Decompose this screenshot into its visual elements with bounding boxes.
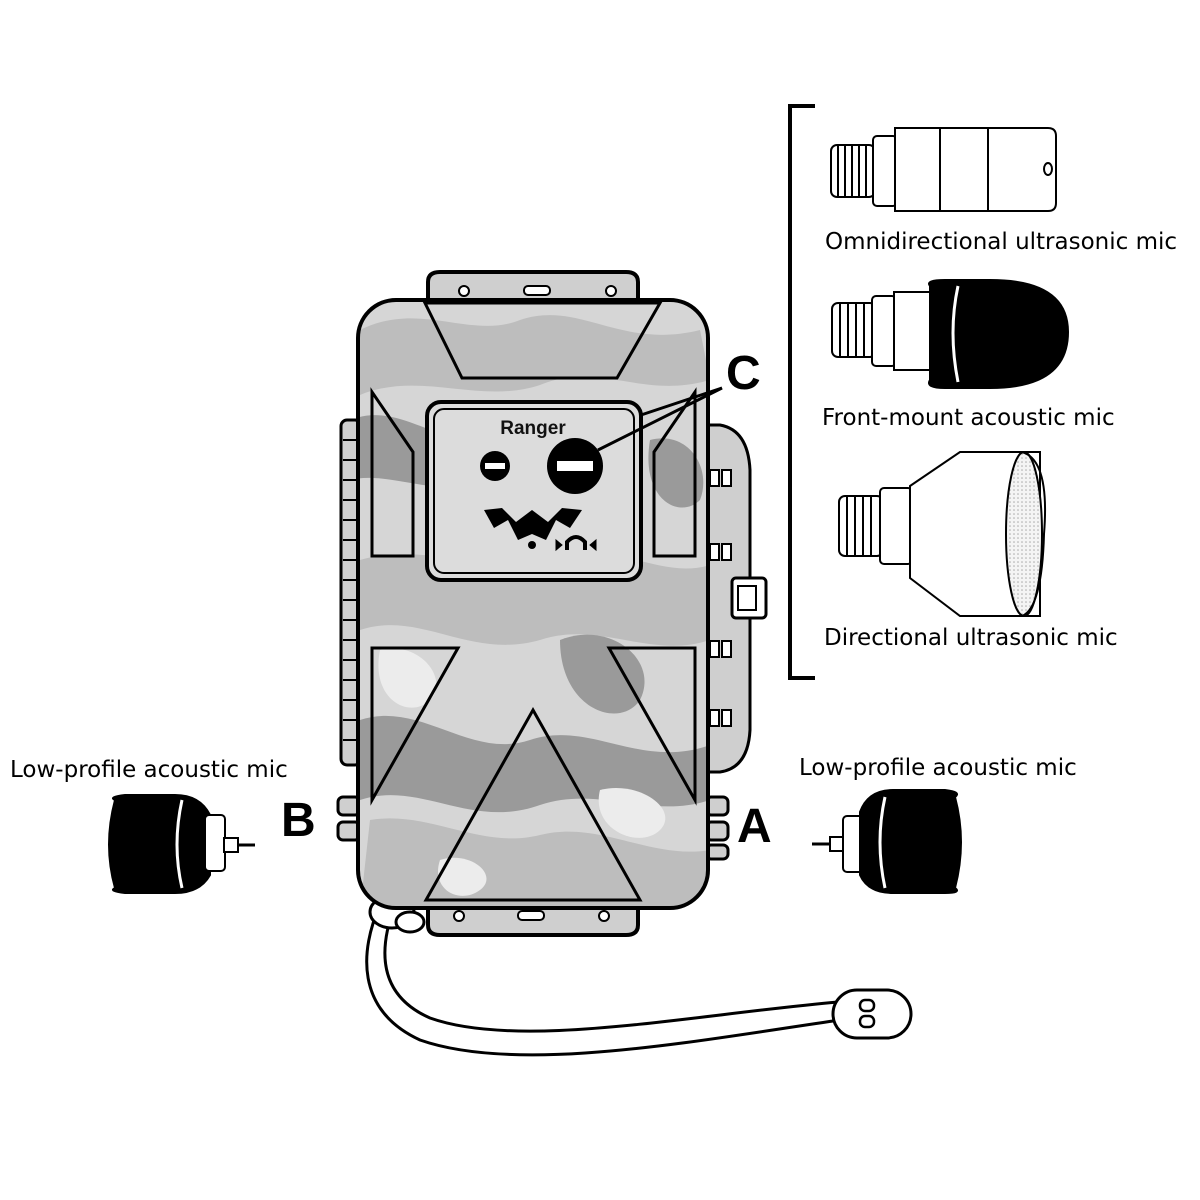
port-b-label: B [281, 794, 316, 847]
mic-options-bracket [788, 104, 815, 680]
low-profile-mic-right-icon [812, 789, 962, 894]
port-a-label: A [737, 800, 772, 853]
low-profile-mic-left-icon [108, 794, 255, 894]
omni-mic-icon [830, 127, 1057, 212]
control-panel: Ranger [425, 400, 643, 582]
large-button[interactable] [547, 438, 603, 494]
small-button[interactable] [480, 451, 510, 481]
directional-mic-label: Directional ultrasonic mic [824, 625, 1118, 651]
front-mount-mic-icon [831, 279, 1070, 389]
right-grip [703, 423, 768, 774]
magnet-icon [555, 535, 597, 552]
directional-mic-icon [838, 451, 1047, 617]
port-c-callout: C [597, 347, 761, 452]
top-tab [426, 270, 640, 302]
recorder-body [356, 298, 710, 910]
front-mount-mic-label: Front-mount acoustic mic [822, 405, 1115, 431]
side-latch [730, 576, 768, 620]
port-c-label: C [726, 347, 761, 400]
camo-pattern [358, 315, 708, 908]
device-name: Ranger [500, 418, 566, 439]
port-a-stub [704, 795, 730, 861]
low-profile-mic-right-label: Low-profile acoustic mic [799, 755, 1077, 781]
bat-logo-icon [484, 508, 582, 549]
low-profile-mic-left-label: Low-profile acoustic mic [10, 757, 288, 783]
lanyard-clip [831, 988, 913, 1040]
omni-mic-label: Omnidirectional ultrasonic mic [825, 229, 1177, 255]
bottom-tab [426, 903, 640, 937]
